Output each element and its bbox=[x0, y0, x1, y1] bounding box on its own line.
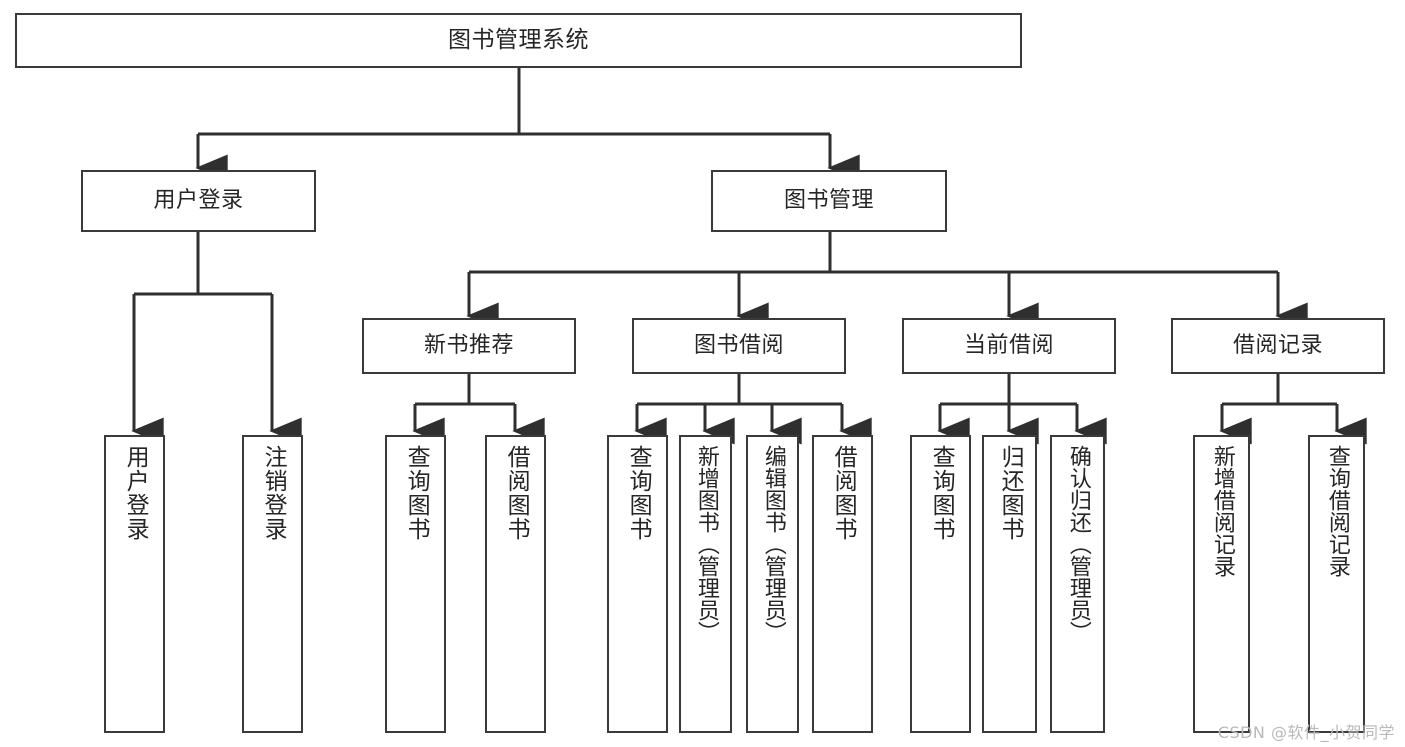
node-label: 新增图书（管理员） bbox=[693, 445, 719, 643]
leaf-new-book-borrow-book[interactable]: 借阅图书 bbox=[485, 435, 546, 733]
node-label: 新书推荐 bbox=[423, 333, 514, 358]
node-root-book-management-system[interactable]: 图书管理系统 bbox=[15, 13, 1022, 68]
node-new-book-recommend[interactable]: 新书推荐 bbox=[362, 318, 576, 374]
node-label: 图书管理系统 bbox=[448, 27, 589, 53]
node-book-borrow[interactable]: 图书借阅 bbox=[632, 318, 846, 374]
node-current-borrow[interactable]: 当前借阅 bbox=[902, 318, 1116, 374]
node-label: 图书管理 bbox=[783, 188, 874, 213]
leaf-book-borrow-edit-book-admin[interactable]: 编辑图书（管理员） bbox=[746, 435, 799, 733]
node-label: 编辑图书（管理员） bbox=[760, 445, 786, 643]
node-label: 查询图书 bbox=[625, 445, 652, 541]
leaf-book-borrow-borrow-book[interactable]: 借阅图书 bbox=[812, 435, 873, 733]
leaf-book-borrow-add-book-admin[interactable]: 新增图书（管理员） bbox=[679, 435, 732, 733]
node-label: 新增借阅记录 bbox=[1209, 445, 1235, 577]
leaf-current-borrow-confirm-return-admin[interactable]: 确认归还（管理员） bbox=[1050, 435, 1105, 733]
node-label: 图书借阅 bbox=[693, 333, 784, 358]
node-label: 归还图书 bbox=[997, 445, 1024, 541]
node-label: 当前借阅 bbox=[963, 333, 1054, 358]
leaf-user-login-logout[interactable]: 注销登录 bbox=[242, 435, 303, 733]
leaf-user-login-login[interactable]: 用户登录 bbox=[104, 435, 165, 733]
leaf-new-book-query-book[interactable]: 查询图书 bbox=[385, 435, 446, 733]
node-label: 查询借阅记录 bbox=[1324, 445, 1350, 577]
node-book-management[interactable]: 图书管理 bbox=[711, 170, 947, 232]
leaf-current-borrow-query-book[interactable]: 查询图书 bbox=[910, 435, 971, 733]
leaf-current-borrow-return-book[interactable]: 归还图书 bbox=[982, 435, 1037, 733]
leaf-borrow-record-add-record[interactable]: 新增借阅记录 bbox=[1193, 435, 1250, 733]
node-label: 查询图书 bbox=[928, 445, 955, 541]
node-label: 用户登录 bbox=[122, 445, 149, 541]
leaf-borrow-record-query-record[interactable]: 查询借阅记录 bbox=[1308, 435, 1365, 733]
watermark: CSDN @软件_小贺同学 bbox=[1217, 723, 1395, 742]
node-label: 借阅记录 bbox=[1232, 333, 1323, 358]
node-label: 借阅图书 bbox=[830, 445, 857, 541]
node-borrow-record[interactable]: 借阅记录 bbox=[1171, 318, 1385, 374]
node-label: 借阅图书 bbox=[503, 445, 530, 541]
node-label: 查询图书 bbox=[403, 445, 430, 541]
node-label: 注销登录 bbox=[260, 445, 287, 541]
node-label: 用户登录 bbox=[153, 188, 244, 213]
node-label: 确认归还（管理员） bbox=[1065, 445, 1091, 643]
node-user-login[interactable]: 用户登录 bbox=[81, 170, 316, 232]
leaf-book-borrow-query-book[interactable]: 查询图书 bbox=[607, 435, 668, 733]
